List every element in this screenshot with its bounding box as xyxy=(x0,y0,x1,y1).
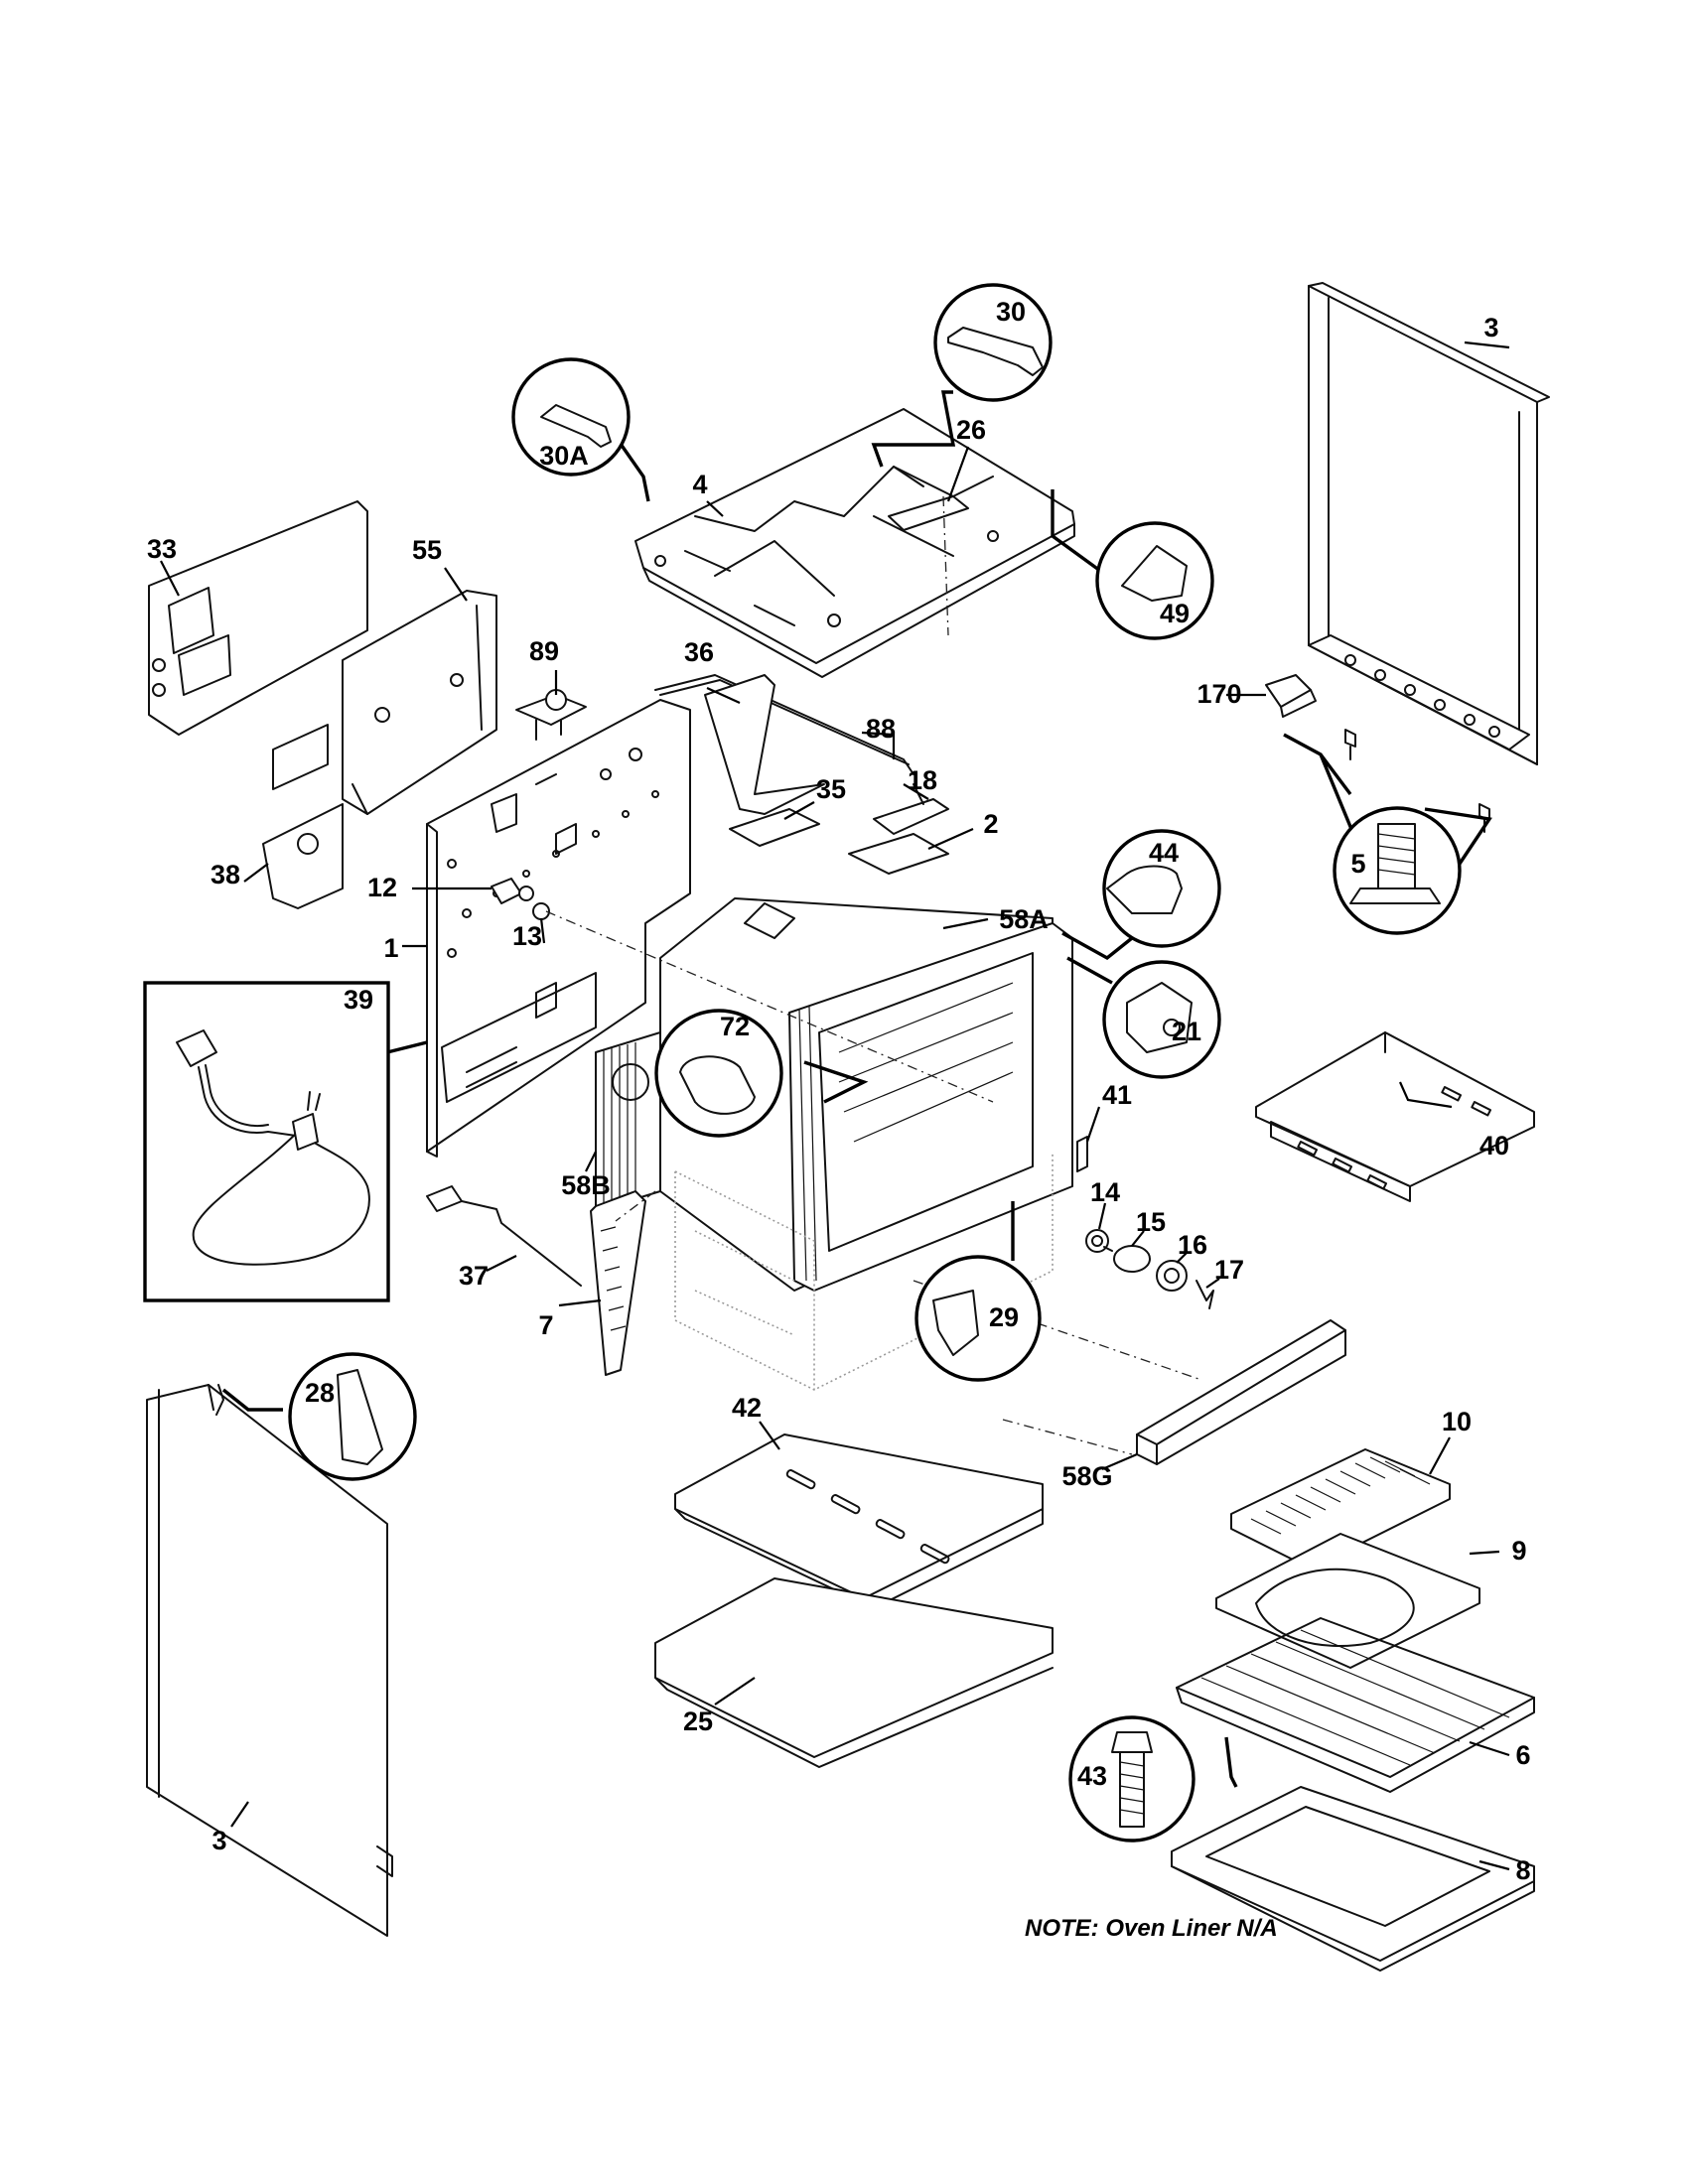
back-panel xyxy=(426,699,691,1158)
callout-43-bubble xyxy=(1068,1715,1196,1843)
label-44: 44 xyxy=(1149,838,1179,868)
label-38: 38 xyxy=(211,860,240,889)
broiler-pan-9 xyxy=(1215,1533,1480,1669)
part-labels: 30 30A 26 4 49 3 33 55 89 36 88 170 5 18… xyxy=(147,297,1531,1885)
lamp-bulb-15 xyxy=(1103,1245,1151,1273)
callout-29-bubble xyxy=(914,1255,1042,1382)
clip-17 xyxy=(1196,1280,1214,1309)
label-4: 4 xyxy=(692,470,707,499)
callout-bubbles xyxy=(288,283,1462,1843)
label-36: 36 xyxy=(684,637,714,667)
label-58g: 58G xyxy=(1061,1461,1112,1491)
broiler-grid-10 xyxy=(1230,1448,1451,1570)
label-49: 49 xyxy=(1160,599,1190,628)
label-39: 39 xyxy=(344,985,373,1015)
oven-cavity xyxy=(595,897,1073,1292)
insulation-38 xyxy=(262,724,344,909)
label-33: 33 xyxy=(147,534,177,564)
fitting-12 xyxy=(491,878,534,904)
label-28: 28 xyxy=(305,1378,335,1408)
label-15: 15 xyxy=(1136,1207,1166,1237)
label-58a: 58A xyxy=(999,904,1049,934)
label-17: 17 xyxy=(1214,1255,1244,1285)
frame-ghost xyxy=(674,1152,1054,1391)
oven-liner-note: NOTE: Oven Liner N/A xyxy=(1025,1915,1278,1942)
insulation-55 xyxy=(342,590,497,815)
label-8: 8 xyxy=(1515,1855,1530,1885)
sensor-rod-88 xyxy=(654,674,914,775)
label-16: 16 xyxy=(1178,1230,1207,1260)
thermostat-89 xyxy=(515,689,587,741)
right-side-panel xyxy=(1308,282,1550,765)
label-26: 26 xyxy=(956,415,986,445)
label-7: 7 xyxy=(538,1310,553,1340)
bracket-41 xyxy=(1076,1136,1088,1172)
bottom-panel-25 xyxy=(654,1577,1054,1768)
bracket-2 xyxy=(848,833,949,875)
label-37: 37 xyxy=(459,1261,489,1291)
oven-rack-6 xyxy=(1176,1617,1535,1793)
label-3-left: 3 xyxy=(211,1826,226,1855)
label-3-right: 3 xyxy=(1483,313,1498,342)
label-2: 2 xyxy=(983,809,998,839)
vent-40 xyxy=(1255,1031,1535,1202)
lamp-receptacle-14 xyxy=(1085,1229,1109,1253)
hinge-7 xyxy=(590,1190,646,1376)
drawer-8 xyxy=(1171,1786,1535,1972)
label-6: 6 xyxy=(1515,1740,1530,1770)
label-41: 41 xyxy=(1102,1080,1132,1110)
callout-30-bubble xyxy=(933,283,1053,402)
label-55: 55 xyxy=(412,535,442,565)
label-170: 170 xyxy=(1196,679,1241,709)
label-89: 89 xyxy=(529,636,559,666)
power-cord xyxy=(176,1029,370,1266)
power-cord-box xyxy=(143,981,390,1302)
label-21: 21 xyxy=(1172,1017,1201,1046)
label-30: 30 xyxy=(996,297,1026,327)
bracket-170 xyxy=(1265,674,1317,718)
callout-5-bubble xyxy=(1333,806,1462,935)
label-5: 5 xyxy=(1350,849,1365,879)
label-1: 1 xyxy=(383,933,398,963)
label-58b: 58B xyxy=(561,1170,611,1200)
label-14: 14 xyxy=(1090,1177,1120,1207)
lamp-cover-16 xyxy=(1156,1260,1188,1292)
label-35: 35 xyxy=(816,774,846,804)
leaders xyxy=(160,341,1510,1871)
label-30a: 30A xyxy=(539,441,589,471)
label-12: 12 xyxy=(367,873,397,902)
label-88: 88 xyxy=(866,714,896,744)
label-18: 18 xyxy=(908,765,937,795)
top-panel xyxy=(634,408,1075,678)
label-9: 9 xyxy=(1511,1536,1526,1566)
label-42: 42 xyxy=(732,1393,762,1423)
label-72: 72 xyxy=(720,1012,750,1041)
label-43: 43 xyxy=(1077,1761,1107,1791)
label-10: 10 xyxy=(1442,1407,1472,1436)
probe-37 xyxy=(426,1185,582,1287)
bracket-36 xyxy=(704,674,825,815)
bracket-35 xyxy=(729,808,820,847)
label-40: 40 xyxy=(1479,1131,1509,1160)
label-13: 13 xyxy=(512,921,542,951)
oven-bottom-42 xyxy=(674,1433,1044,1609)
trim-58g xyxy=(1136,1319,1346,1465)
label-29: 29 xyxy=(989,1302,1019,1332)
label-25: 25 xyxy=(683,1706,713,1736)
left-side-panel xyxy=(146,1384,393,1937)
shield-33 xyxy=(148,500,368,736)
